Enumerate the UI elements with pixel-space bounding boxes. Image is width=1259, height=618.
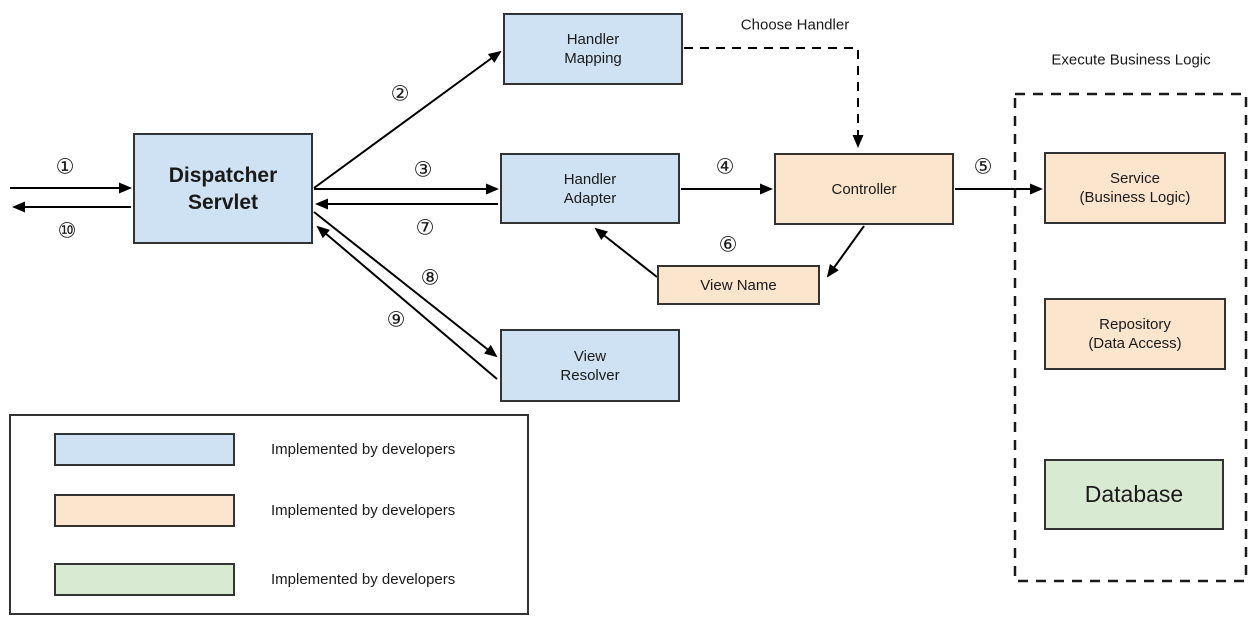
arrow-dispatcher-to-handler-mapping xyxy=(313,50,502,189)
view-resolver-label: View Resolver xyxy=(560,347,620,384)
legend-label-peach: Implemented by developers xyxy=(271,502,456,519)
database-node: Database xyxy=(1044,459,1224,530)
arrow-controller-to-view-name xyxy=(826,225,865,278)
legend-label-blue: Implemented by developers xyxy=(271,441,456,458)
handler-adapter-node: Handler Adapter xyxy=(500,153,680,224)
repository-label: Repository (Data Access) xyxy=(1088,316,1182,352)
legend-swatch-green xyxy=(54,563,235,596)
step-6-badge: ⑥ xyxy=(718,232,738,257)
view-name-label: View Name xyxy=(700,276,777,294)
step-2-badge: ② xyxy=(390,81,410,106)
dispatcher-servlet-label: Dispatcher Servlet xyxy=(168,163,278,214)
step-8-badge: ⑧ xyxy=(420,265,440,290)
arrow-view-name-to-handler-adapter xyxy=(594,227,658,278)
execute-business-logic-annotation: Execute Business Logic xyxy=(1051,51,1211,69)
handler-mapping-label: Handler Mapping xyxy=(564,31,622,67)
view-name-node: View Name xyxy=(657,265,820,305)
repository-node: Repository (Data Access) xyxy=(1044,298,1226,370)
step-10-badge: ⑩ xyxy=(57,218,77,243)
controller-node: Controller xyxy=(774,153,954,225)
legend-label-green: Implemented by developers xyxy=(271,571,456,588)
step-5-badge: ⑤ xyxy=(973,154,993,179)
step-4-badge: ④ xyxy=(715,154,735,179)
service-label: Service (Business Logic) xyxy=(1079,170,1191,206)
step-7-badge: ⑦ xyxy=(415,215,435,240)
arrow-view-resolver-to-dispatcher xyxy=(316,225,498,380)
controller-label: Controller xyxy=(831,180,897,198)
arrow-choose-handler-dashed xyxy=(684,47,864,148)
view-resolver-node: View Resolver xyxy=(500,329,680,402)
handler-adapter-label: Handler Adapter xyxy=(563,170,617,207)
step-1-badge: ① xyxy=(55,154,75,179)
service-node: Service (Business Logic) xyxy=(1044,152,1226,224)
legend-swatch-blue xyxy=(54,433,235,466)
legend-swatch-peach xyxy=(54,494,235,527)
legend-row-blue: Implemented by developers xyxy=(54,433,455,466)
handler-mapping-node: Handler Mapping xyxy=(503,13,683,85)
step-9-badge: ⑨ xyxy=(386,307,406,332)
legend-row-peach: Implemented by developers xyxy=(54,494,455,527)
choose-handler-annotation: Choose Handler xyxy=(740,16,850,34)
arrow-dispatcher-to-view-resolver xyxy=(313,211,498,358)
database-label: Database xyxy=(1084,481,1184,507)
step-3-badge: ③ xyxy=(413,157,433,182)
dispatcher-servlet-node: Dispatcher Servlet xyxy=(133,133,313,244)
legend-row-green: Implemented by developers xyxy=(54,563,455,596)
legend-box: Implemented by developers Implemented by… xyxy=(9,414,529,615)
execute-scope-dashed-box xyxy=(1013,92,1248,583)
